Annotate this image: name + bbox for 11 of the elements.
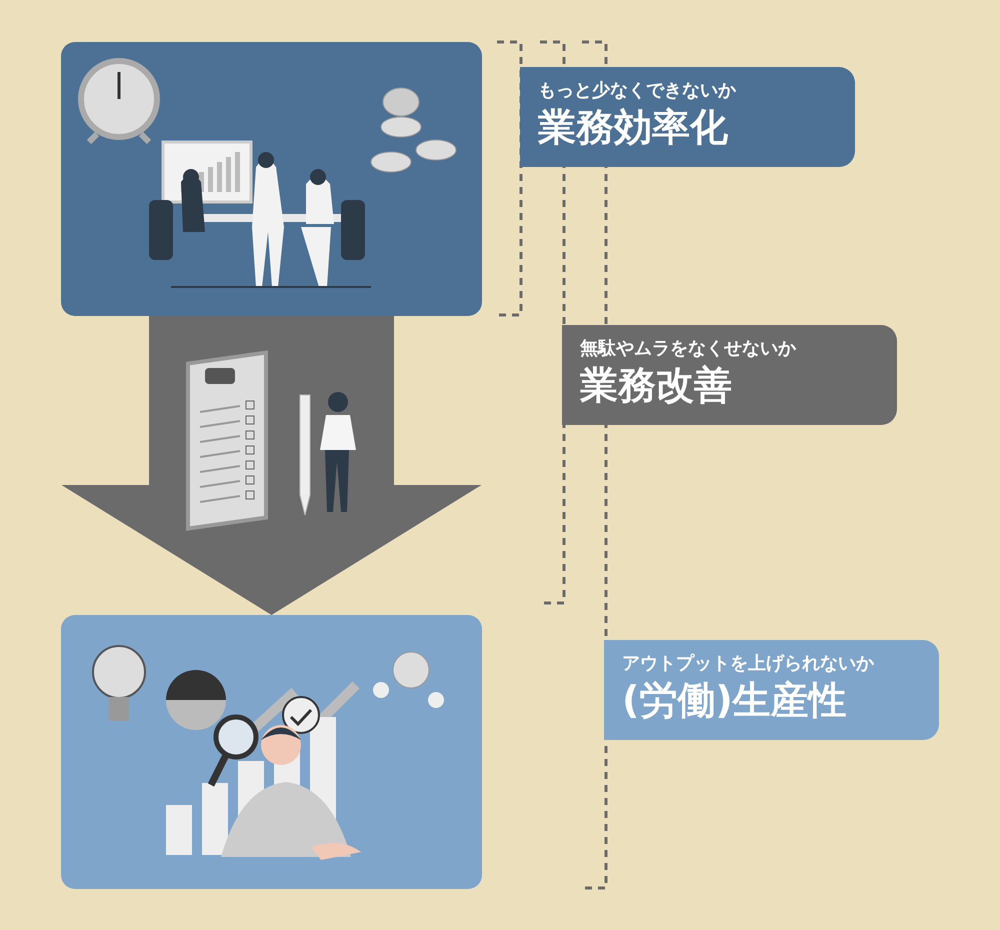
subtitle-text: もっと少なくできないか <box>538 79 736 103</box>
label-box <box>520 67 855 167</box>
heading-text: 業務改善 <box>580 362 732 409</box>
illustration-panel <box>61 615 482 889</box>
illustration-panel <box>61 42 482 316</box>
label-box <box>562 325 897 425</box>
heading-text: (労働)生産性 <box>622 677 847 724</box>
subtitle-text: アウトプットを上げられないか <box>622 652 874 676</box>
heading-text: 業務効率化 <box>538 104 728 151</box>
label-box <box>604 640 939 740</box>
subtitle-text: 無駄やムラをなくせないか <box>580 337 796 361</box>
